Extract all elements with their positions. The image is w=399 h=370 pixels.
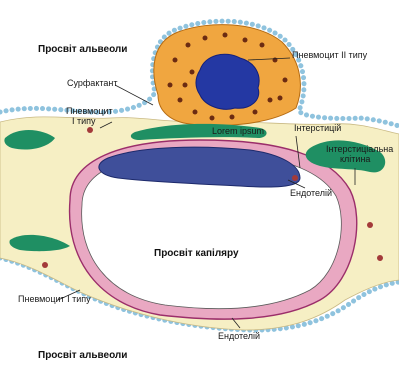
label-lorem: Lorem ipsum [212, 126, 264, 136]
label-pneumocyte-type1-bottom: Пневмоцит І типу [18, 294, 91, 304]
label-surfactant: Сурфактант [67, 78, 117, 88]
label-endothelium-bottom: Ендотелій [218, 331, 260, 341]
label-interstitial-cell-1: Інтерстиціальна [326, 144, 393, 154]
pneumocyte-nucleus [196, 54, 259, 109]
label-interstitial-cell-2: клітина [340, 154, 370, 164]
label-alveolus-lumen-bottom: Просвіт альвеоли [38, 350, 127, 361]
label-pneumocyte-type1-top-1: Пневмоцит [66, 106, 113, 116]
label-pneumocyte-type2: Пневмоцит ІІ типу [292, 50, 368, 60]
label-endothelium-top: Ендотелій [290, 188, 332, 198]
label-interstitium: Інтерстицій [294, 123, 341, 133]
label-alveolus-lumen-top: Просвіт альвеоли [38, 44, 127, 55]
label-capillary-lumen: Просвіт капіляру [154, 248, 239, 259]
leader-surfactant [115, 85, 153, 105]
label-pneumocyte-type1-top-2: І типу [72, 116, 96, 126]
